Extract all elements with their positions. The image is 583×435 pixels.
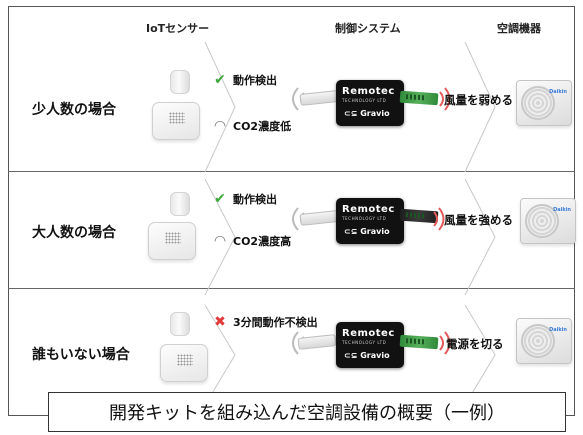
row-divider [8, 171, 575, 172]
chevron-divider [464, 42, 496, 172]
device-product: ⊂⊆ Gravio [344, 351, 390, 360]
event-text: CO2濃度低 [233, 120, 292, 133]
diagram-caption: 開発キットを組み込んだ空調設備の概要（一例） [48, 392, 566, 432]
air-conditioner-icon: Daikin [520, 198, 576, 244]
device-brand: Remotec [342, 204, 395, 215]
co2-sensor-icon [160, 344, 208, 382]
air-conditioner-icon: Daikin [516, 318, 572, 364]
aircon-action: 風量を強める [444, 213, 513, 227]
chevron-divider [464, 178, 496, 296]
event-text: CO2濃度高 [233, 235, 292, 248]
sensor-event: ✖ 3分間動作不検出 [212, 314, 318, 330]
device-brand-sub: TECHNOLOGY LTD [342, 216, 387, 221]
device-brand: Remotec [342, 328, 395, 339]
co2-sensor-icon [152, 102, 200, 140]
event-text: 動作検出 [233, 193, 277, 206]
sensor-event: ✔ 動作検出 [212, 72, 277, 88]
device-product: ⊂⊆ Gravio [344, 227, 390, 236]
motion-sensor-icon [170, 192, 190, 216]
wireless-signal-icon [439, 331, 451, 355]
motion-sensor-icon [170, 312, 190, 336]
header-control-system: 制御システム [335, 22, 401, 35]
aircon-action: 電源を切る [446, 337, 504, 351]
scenario-label: 少人数の場合 [32, 102, 116, 118]
gauge-icon: ◠ [214, 233, 226, 249]
header-iot-sensor: IoTセンサー [146, 22, 210, 35]
circuit-board [399, 90, 439, 106]
sensor-event: ✔ 動作検出 [212, 191, 277, 207]
aircon-action: 風量を弱める [444, 93, 513, 107]
chevron-divider [204, 42, 236, 172]
check-icon: ✔ [214, 72, 226, 88]
header-aircon: 空調機器 [497, 22, 541, 35]
check-icon: ✔ [214, 191, 226, 207]
chevron-divider [464, 304, 496, 406]
sensor-event: ◠ CO2濃度高 [212, 233, 291, 249]
motion-sensor-icon [170, 70, 190, 94]
wireless-signal-icon [439, 87, 451, 111]
circuit-board [399, 334, 439, 350]
gauge-icon: ◠ [214, 118, 226, 134]
wireless-signal-icon [433, 207, 445, 231]
co2-sensor-icon [148, 222, 196, 260]
device-brand-sub: TECHNOLOGY LTD [342, 98, 387, 103]
scenario-label: 大人数の場合 [32, 225, 116, 241]
sensor-event: ◠ CO2濃度低 [212, 118, 291, 134]
scenario-label: 誰もいない場合 [32, 347, 130, 363]
device-brand-sub: TECHNOLOGY LTD [342, 340, 387, 345]
chevron-divider [204, 304, 236, 406]
cross-icon: ✖ [214, 314, 226, 330]
event-text: 3分間動作不検出 [233, 316, 318, 329]
device-product: ⊂⊆ Gravio [344, 109, 390, 118]
device-brand: Remotec [342, 86, 395, 97]
event-text: 動作検出 [233, 74, 277, 87]
air-conditioner-icon: Daikin [516, 80, 572, 126]
diagram-frame [8, 6, 575, 416]
row-divider [8, 288, 575, 289]
chevron-divider [204, 178, 236, 296]
